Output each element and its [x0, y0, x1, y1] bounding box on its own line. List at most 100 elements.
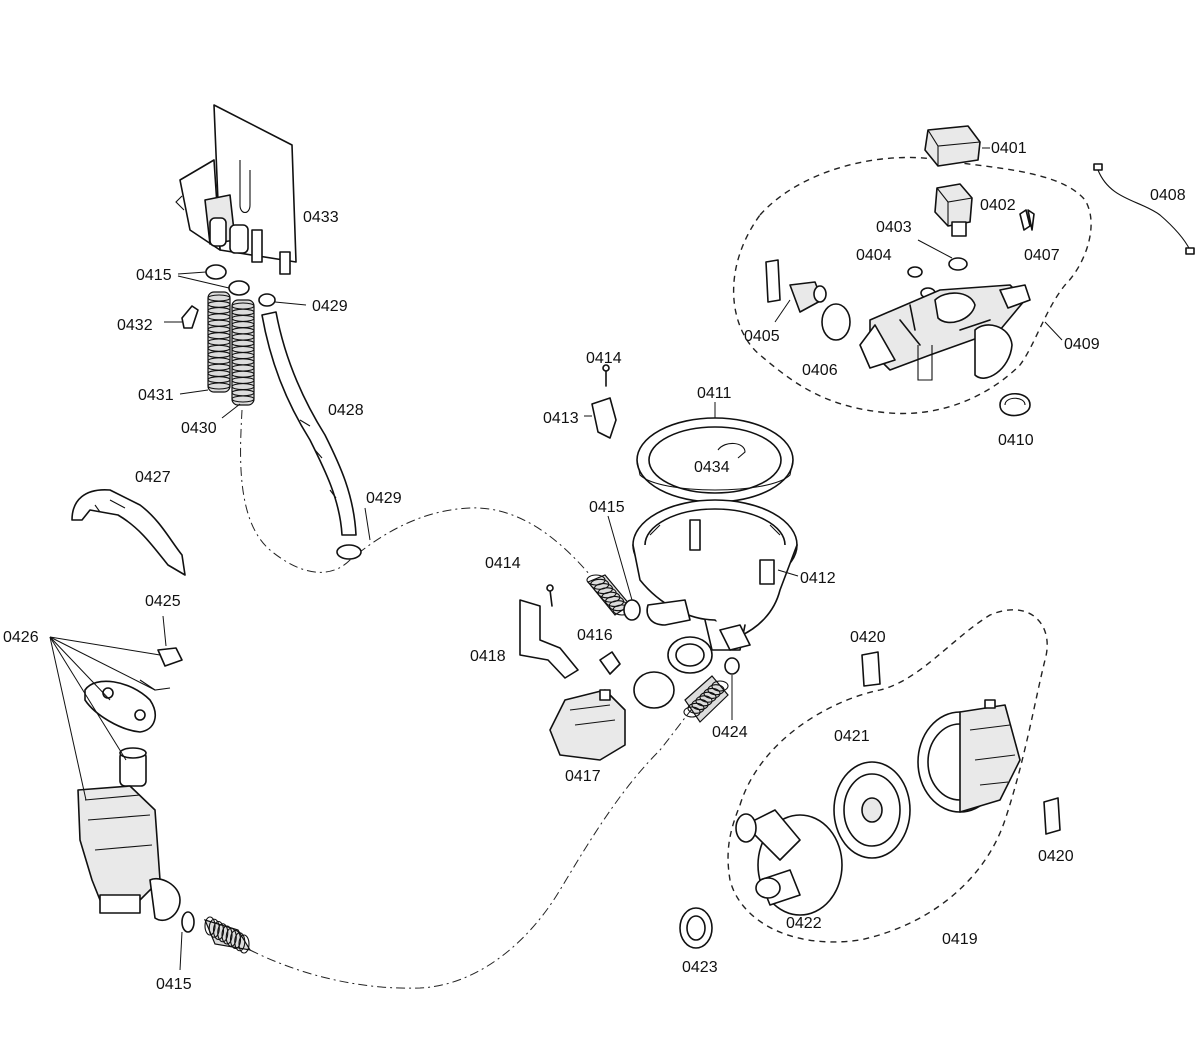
part-0428-hose	[261, 311, 357, 536]
part-0429-clamp-bottom	[336, 544, 362, 560]
part-0410-clamp	[999, 392, 1031, 417]
part-0418-bracket	[519, 599, 579, 679]
part-oring-large	[633, 671, 675, 709]
hose-corrugation	[711, 680, 729, 692]
label-0414-top: 0414	[586, 350, 622, 367]
label-0402: 0402	[980, 197, 1016, 214]
label-0412: 0412	[800, 570, 836, 587]
part-0424-ring	[724, 657, 740, 675]
group-0409-outline	[732, 156, 1092, 415]
label-0420-top: 0420	[850, 629, 886, 646]
label-0401: 0401	[991, 140, 1027, 157]
part-0407-clip	[1019, 209, 1035, 231]
label-0415-top: 0415	[136, 267, 172, 284]
hose-corrugation	[691, 699, 709, 711]
part-0415-ring-bottom	[181, 911, 195, 933]
part-0405-sensor	[765, 259, 827, 313]
part-0411-filter-ring	[636, 417, 794, 503]
label-0420-right: 0420	[1038, 848, 1074, 865]
part-0430-hose	[231, 299, 255, 406]
part-0414-screw-mid	[546, 584, 554, 607]
part-0413-bracket	[584, 397, 617, 439]
label-0419: 0419	[942, 931, 978, 948]
part-0409-distributor	[859, 284, 1031, 381]
part-0417-drain-pump	[549, 689, 626, 761]
part-0423-grommet	[679, 907, 713, 949]
part-0420-clip-top	[861, 651, 881, 687]
label-0409: 0409	[1064, 336, 1100, 353]
hose-corrugation	[703, 687, 721, 699]
label-0407: 0407	[1024, 247, 1060, 264]
hose-corrugation	[699, 691, 717, 703]
hose-corrugation	[695, 695, 713, 707]
hose-corrugation	[707, 684, 725, 696]
part-circulation-motor	[917, 699, 1021, 813]
label-0415-bottom: 0415	[156, 976, 192, 993]
label-0406: 0406	[802, 362, 838, 379]
label-0408: 0408	[1150, 187, 1186, 204]
hose-corrugation	[204, 916, 216, 936]
label-0417: 0417	[565, 768, 601, 785]
part-0426-bracket	[84, 680, 156, 733]
part-hose-bottom	[203, 916, 252, 954]
part-0401-cap	[924, 125, 981, 167]
label-0430: 0430	[181, 420, 217, 437]
part-0414-screw-top	[602, 364, 610, 387]
part-0432-clip	[164, 305, 199, 329]
hose-corrugation	[238, 934, 250, 954]
group-0419-outline	[727, 609, 1048, 943]
label-0425: 0425	[145, 593, 181, 610]
label-0418: 0418	[470, 648, 506, 665]
label-0413: 0413	[543, 410, 579, 427]
part-0422-pump-volute	[735, 809, 843, 916]
part-0434-clip	[717, 442, 746, 459]
part-0408-cable	[1093, 163, 1195, 255]
part-0431-hose	[207, 291, 231, 393]
label-0424: 0424	[712, 724, 748, 741]
label-0404: 0404	[856, 247, 892, 264]
label-0415-middle: 0415	[589, 499, 625, 516]
part-0415-ring-middle	[623, 599, 641, 621]
part-0404-ring-a	[907, 266, 923, 278]
route-line-upper	[240, 409, 591, 576]
hose-corrugation	[207, 382, 231, 390]
label-0405: 0405	[744, 328, 780, 345]
hose-corrugation	[229, 929, 242, 950]
label-0429-bottom: 0429	[366, 490, 402, 507]
part-0402-valve	[934, 183, 973, 237]
part-0403-ring	[948, 257, 968, 271]
label-0411: 0411	[697, 385, 732, 402]
part-0426-pump-housing	[77, 785, 181, 922]
label-0429-top: 0429	[312, 298, 348, 315]
part-0427-cover	[71, 489, 186, 576]
label-0434: 0434	[694, 459, 730, 476]
hose-corrugation	[231, 395, 255, 403]
label-0423: 0423	[682, 959, 718, 976]
hose-corrugation	[208, 918, 220, 938]
hose-corrugation	[683, 706, 701, 718]
part-0412-sump	[632, 499, 798, 674]
label-0422: 0422	[786, 915, 822, 932]
hose-corrugation	[225, 927, 237, 947]
hose-corrugation	[234, 932, 246, 952]
hose-corrugation	[687, 702, 705, 714]
label-0433: 0433	[303, 209, 339, 226]
label-0431: 0431	[138, 387, 174, 404]
part-0421-impeller-cover	[833, 761, 911, 859]
label-0421: 0421	[834, 728, 870, 745]
label-0428: 0428	[328, 402, 364, 419]
part-0425-clip	[157, 615, 183, 667]
label-0426: 0426	[3, 629, 39, 646]
hose-corrugation	[221, 925, 233, 945]
label-0427: 0427	[135, 469, 171, 486]
label-0416: 0416	[577, 627, 613, 644]
part-0433-air-break	[175, 104, 297, 275]
label-0410: 0410	[998, 432, 1034, 449]
label-0432: 0432	[117, 317, 153, 334]
part-0416-valve	[599, 651, 621, 675]
hose-corrugation	[212, 920, 225, 941]
part-0415-ring-top-b	[228, 280, 250, 296]
part-0406-oring	[821, 303, 851, 341]
